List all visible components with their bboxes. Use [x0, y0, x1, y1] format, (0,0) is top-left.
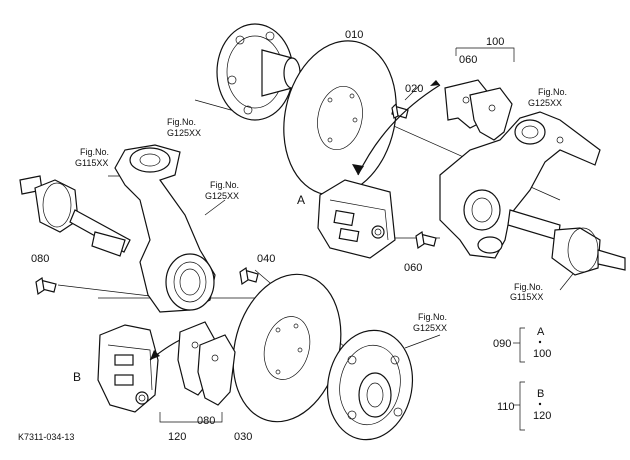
- fig-ref-top-hub-line2: G125XX: [167, 128, 201, 138]
- upper-brake-pads: [444, 47, 515, 141]
- callout-030: 030: [234, 431, 252, 443]
- upper-brake-caliper: [317, 179, 396, 259]
- fig-ref-right-shaft-line2: G115XX: [510, 292, 543, 302]
- fig-ref-top-hub-line1: Fig.No.: [167, 117, 196, 127]
- legend-part-100: 100: [533, 348, 551, 360]
- legend: 090 A 100 110 B 120: [493, 326, 551, 422]
- legend-ref-110: 110: [497, 401, 515, 413]
- fig-ref-left-shaft-line2: G115XX: [75, 158, 108, 168]
- legend-brackets: [513, 327, 542, 431]
- right-drive-shaft: [507, 209, 626, 276]
- figure-references: Fig.No. G125XX Fig.No. G125XX Fig.No. G1…: [75, 87, 567, 333]
- callout-120: 120: [168, 431, 186, 443]
- callout-labels: 010 020 030 040 060 060 080 080 100 120: [31, 29, 504, 443]
- bolt-080-left: [35, 276, 57, 296]
- legend-letter-a: A: [537, 326, 545, 338]
- left-steering-knuckle: [114, 144, 216, 313]
- lower-wheel-hub: [326, 329, 414, 441]
- lower-brake-pads: [159, 321, 236, 423]
- callout-020: 020: [405, 83, 423, 95]
- right-steering-knuckle: [439, 111, 601, 259]
- lower-brake-caliper: [97, 324, 159, 413]
- assembly-arrow-a: [352, 80, 441, 176]
- fig-ref-bottom-hub-line2: G125XX: [413, 323, 447, 333]
- fig-ref-right-knuckle-line1: Fig.No.: [538, 87, 567, 97]
- callout-060-lower: 060: [404, 262, 422, 274]
- callout-010: 010: [345, 29, 363, 41]
- left-drive-shaft: [19, 175, 131, 257]
- fig-ref-left-shaft-line1: Fig.No.: [80, 147, 109, 157]
- bolt-040: [239, 266, 259, 286]
- callout-100: 100: [486, 36, 504, 48]
- assembly-arrow-b: [149, 339, 181, 361]
- callout-060-upper: 060: [459, 54, 477, 66]
- assembly-label-b: B: [73, 370, 81, 384]
- upper-wheel-hub: [216, 23, 301, 121]
- assembly-letters: A B: [73, 193, 305, 384]
- assembly-label-a: A: [297, 193, 305, 207]
- callout-080-lower: 080: [197, 415, 215, 427]
- fig-ref-left-knuckle-line1: Fig.No.: [210, 180, 239, 190]
- legend-letter-b: B: [537, 388, 544, 400]
- callout-040: 040: [257, 253, 275, 265]
- fig-ref-bottom-hub-line1: Fig.No.: [418, 312, 447, 322]
- fig-ref-left-knuckle-line2: G125XX: [205, 191, 239, 201]
- fig-ref-right-shaft-line1: Fig.No.: [514, 282, 543, 292]
- callout-080-left: 080: [31, 253, 49, 265]
- drawing-code: K7311-034-13: [18, 432, 74, 442]
- fig-ref-right-knuckle-line2: G125XX: [528, 98, 562, 108]
- bolt-020: [391, 102, 409, 119]
- legend-part-120: 120: [533, 410, 551, 422]
- legend-ref-090: 090: [493, 338, 511, 350]
- bolt-060-lower: [415, 230, 437, 250]
